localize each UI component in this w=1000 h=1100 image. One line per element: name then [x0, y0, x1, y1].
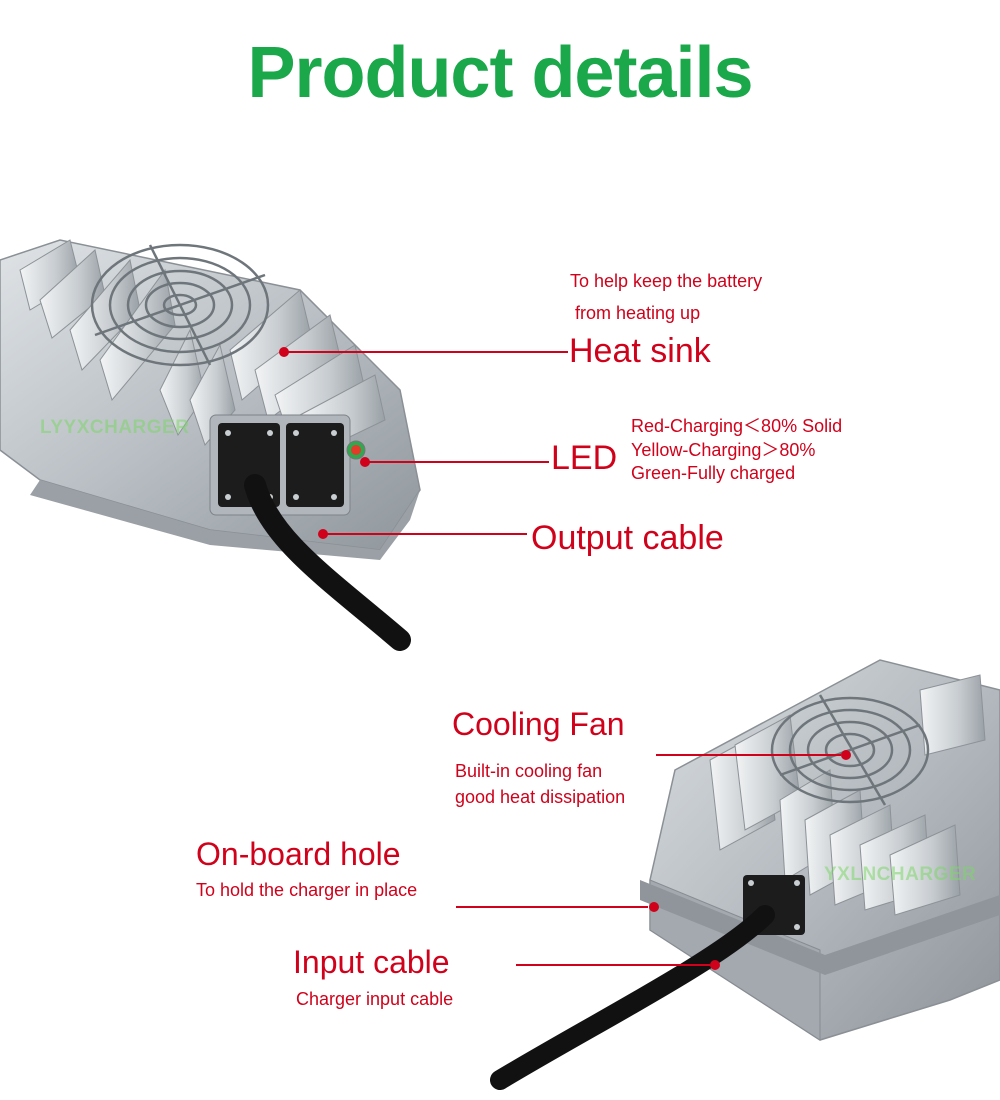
output-cable-label: Output cable: [531, 519, 724, 557]
heat-sink-label: Heat sink: [569, 332, 711, 370]
led-label: LED: [551, 439, 618, 477]
fan-guard-icon: [90, 243, 270, 367]
input-cable-label: Input cable: [293, 944, 450, 980]
heat-sink-note-line1: To help keep the battery: [570, 271, 763, 291]
page-title: Product details: [247, 33, 753, 113]
onboard-hole-label: On-board hole: [196, 836, 401, 872]
heat-sink-marker: [279, 347, 289, 357]
onboard-hole-marker: [649, 902, 659, 912]
onboard-hole-note-line1: To hold the charger in place: [196, 880, 418, 900]
heat-sink-note-line2: from heating up: [575, 303, 701, 323]
input-cable-leader-line: [516, 964, 710, 966]
cooling-fan-note-line2: good heat dissipation: [455, 787, 626, 807]
heat-sink-leader-line: [288, 351, 568, 353]
fan-guard-bottom-icon: [770, 694, 930, 806]
input-cable-marker: [710, 960, 720, 970]
onboard-hole-leader-line: [456, 906, 648, 908]
led-leader-line: [369, 461, 549, 463]
led-marker: [360, 457, 370, 467]
led-note-line3: Green-Fully charged: [631, 463, 796, 483]
cooling-fan-leader-line: [656, 754, 841, 756]
cooling-fan-marker: [841, 750, 851, 760]
input-cable-note-line1: Charger input cable: [296, 989, 454, 1009]
charger-image-top: [0, 239, 421, 651]
output-cable-leader-line: [327, 533, 527, 535]
watermark-bottom: YXLNCHARGER: [824, 864, 977, 885]
led-note-line1: Red-Charging＜80% Solid: [631, 416, 843, 436]
led-note-line2: Yellow-Charging＞80%: [631, 440, 816, 460]
cooling-fan-note-line1: Built-in cooling fan: [455, 761, 603, 781]
watermark-top: LYYXCHARGER: [40, 417, 190, 438]
output-cable-marker: [318, 529, 328, 539]
cooling-fan-label: Cooling Fan: [452, 706, 625, 742]
